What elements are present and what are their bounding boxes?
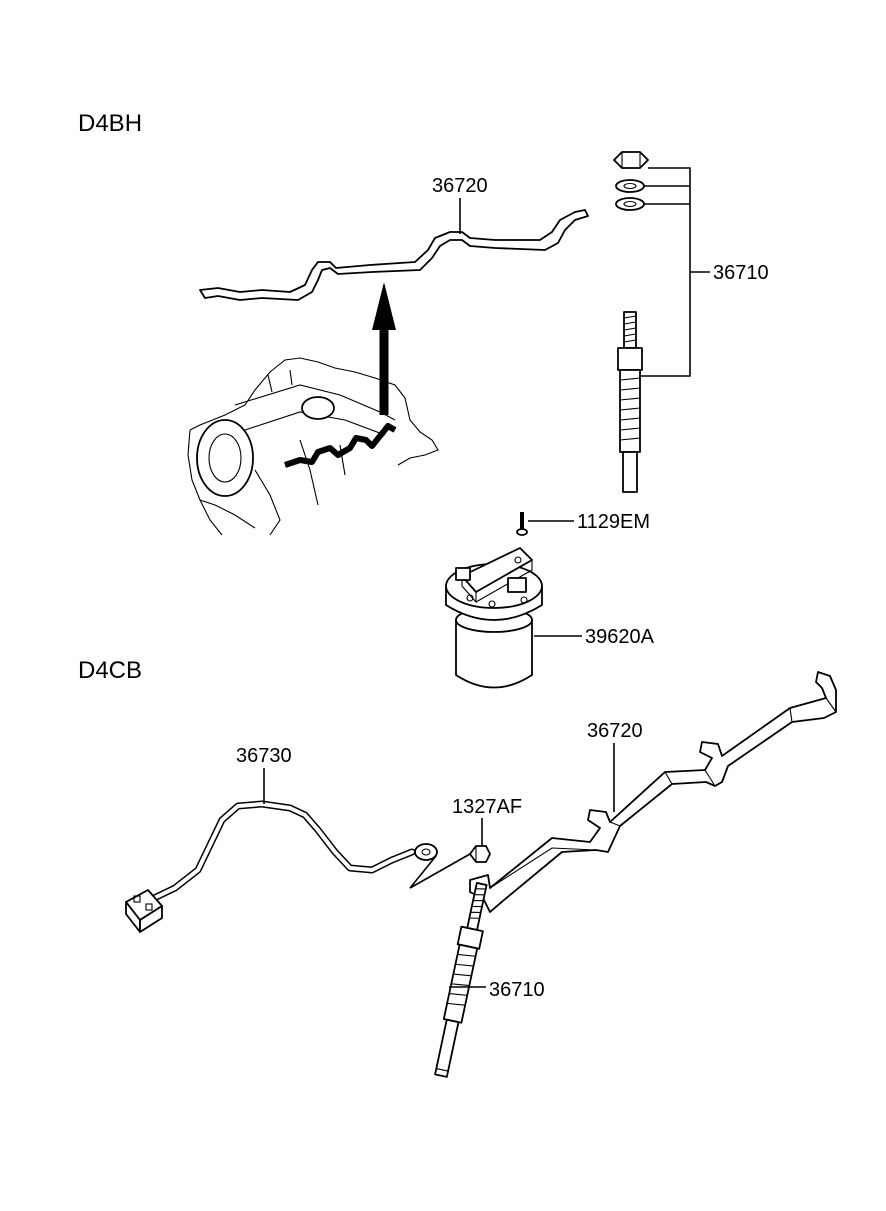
label-bottom-glow-plug: 36710 <box>489 979 545 1001</box>
cable-harness <box>125 800 438 933</box>
install-arrow <box>372 282 396 415</box>
bottom-connecting-rail <box>469 671 837 913</box>
label-bottom-rail: 36720 <box>587 720 643 742</box>
label-top-rail: 36720 <box>432 175 488 197</box>
top-connecting-rail <box>199 209 589 301</box>
ground-link <box>409 853 471 889</box>
label-bolt: 1129EM <box>577 511 650 533</box>
connector-icon <box>125 889 163 933</box>
section-label-d4bh: D4BH <box>78 110 142 137</box>
leader-top-glow-plug <box>640 167 691 377</box>
label-nut: 1327AF <box>452 796 522 818</box>
bolt-icon <box>516 512 528 536</box>
engine-head-illustration <box>187 357 439 536</box>
nut-icon <box>469 845 491 863</box>
label-top-glow-plug: 36710 <box>713 262 769 284</box>
label-cable: 36730 <box>236 745 292 767</box>
pulley-icon <box>196 419 254 497</box>
top-glow-plug-hardware <box>613 151 649 211</box>
relay-icon <box>445 547 543 689</box>
bottom-glow-plug-icon <box>434 882 488 1078</box>
section-label-d4cb: D4CB <box>78 657 142 684</box>
top-glow-plug-icon <box>617 311 643 493</box>
label-relay: 39620A <box>585 626 655 648</box>
